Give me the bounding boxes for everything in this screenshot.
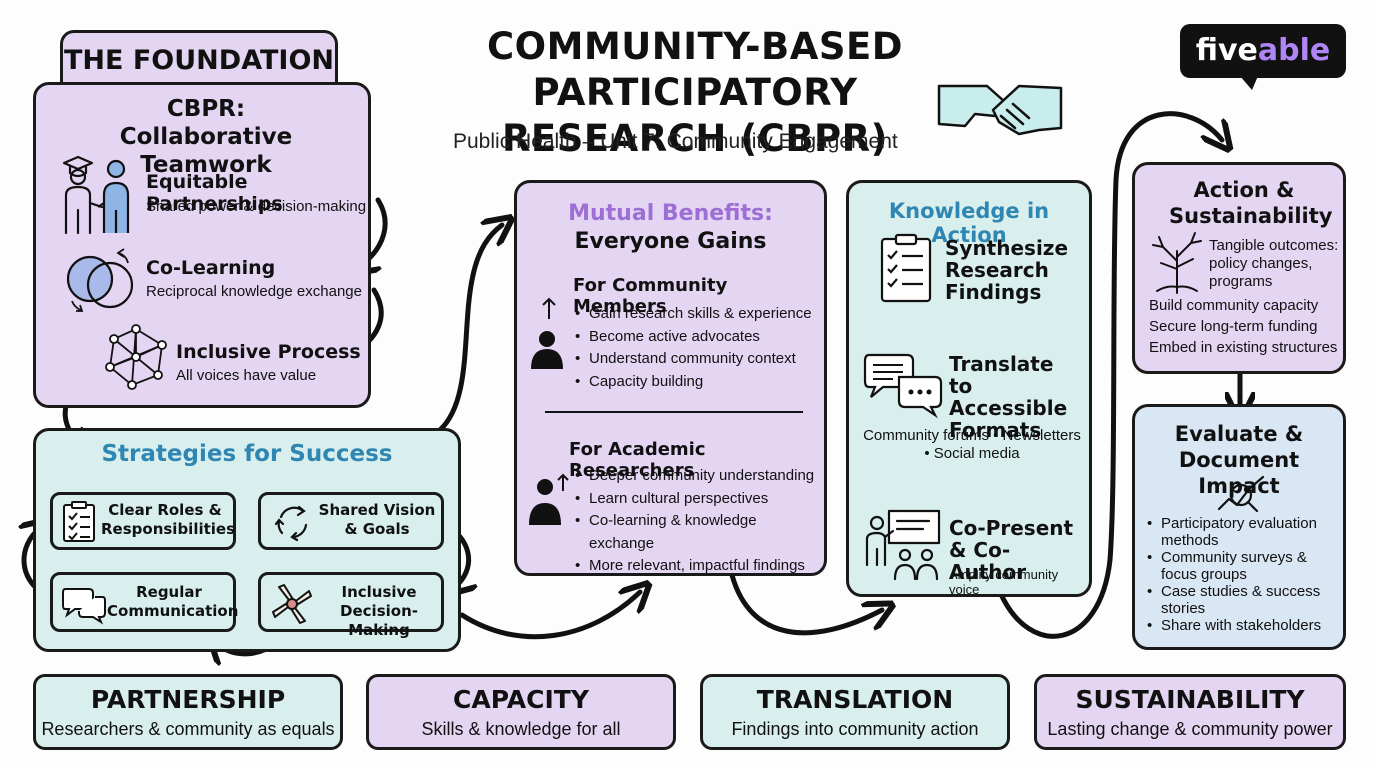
academic-benefit-item: Co-learning & knowledge exchange (575, 510, 824, 555)
action-item: Secure long-term funding (1149, 318, 1318, 335)
equitable-partnerships-desc: Shared power & decision-making (146, 198, 367, 215)
partnership-icon (62, 155, 130, 235)
academic-benefit-item: Deeper community understanding (575, 465, 824, 488)
co-learning-title: Co-Learning (146, 257, 276, 279)
action-item: Build community capacity (1149, 297, 1319, 314)
copresent-desc: Amplify community voice (949, 567, 1059, 597)
copresent-title: Co-Present & Co-Author (949, 516, 1074, 584)
pillar-sustainability-desc: Lasting change & community power (1047, 719, 1333, 739)
evaluate-item-list: Participatory evaluation methods Communi… (1147, 515, 1341, 634)
arrow-strategies-to-benefits (437, 225, 502, 433)
community-benefit-item: Understand community context (575, 348, 812, 371)
pillar-capacity-title: CAPACITY (453, 685, 589, 714)
strategy-clear-roles-label: Clear Roles & Responsibilities (101, 501, 236, 538)
tree-icon (1152, 232, 1202, 294)
strategy-regular-communication-label: Regular Communication (107, 583, 239, 620)
synthesize-title: Synthesize Research Findings (945, 236, 1069, 304)
evaluate-item: Share with stakeholders (1147, 617, 1341, 634)
foundation-panel: CBPR: Collaborative Teamwork Equitable P… (33, 82, 371, 408)
person-up-icon (531, 297, 563, 369)
community-benefit-item: Gain research skills & experience (575, 303, 812, 326)
arrow-strategies-to-benefits-bottom (459, 592, 640, 640)
chart-magnifier-icon (1217, 475, 1265, 513)
title-line-1: COMMUNITY-BASED PARTICIPATORY (487, 25, 903, 114)
action-item-list: Build community capacity Secure long-ter… (1149, 295, 1337, 358)
handshake-icon (937, 84, 1063, 136)
pillar-sustainability: SUSTAINABILITY Lasting change & communit… (1034, 674, 1346, 750)
evaluate-panel: Evaluate & Document Impact Participatory… (1132, 404, 1346, 650)
community-benefit-item: Capacity building (575, 371, 812, 394)
researcher-icon (529, 473, 569, 525)
pillar-sustainability-title: SUSTAINABILITY (1075, 685, 1305, 714)
strategy-shared-vision[interactable]: Shared Vision & Goals (258, 492, 444, 550)
foundation-tab: THE FOUNDATION (60, 30, 338, 90)
knowledge-panel: Knowledge in Action Synthesize Research … (846, 180, 1092, 597)
action-title: Action & Sustainability (1169, 178, 1333, 228)
hands-icon (272, 584, 312, 624)
foundation-tab-label: THE FOUNDATION (64, 45, 334, 76)
community-benefit-list: Gain research skills & experience Become… (575, 303, 812, 393)
benefits-title-2: Everyone Gains (574, 229, 767, 254)
pillar-translation: TRANSLATION Findings into community acti… (700, 674, 1010, 750)
action-item: Embed in existing structures (1149, 339, 1338, 356)
community-benefit-item: Become active advocates (575, 326, 812, 349)
inclusive-process-desc: All voices have value (176, 367, 317, 384)
strategy-shared-vision-label: Shared Vision & Goals (318, 501, 436, 538)
action-outcomes: Tangible outcomes: policy changes, progr… (1209, 237, 1339, 290)
brand-suffix: able (1257, 33, 1331, 68)
strategies-title: Strategies for Success (101, 441, 393, 467)
strategy-inclusive-decision-label: Inclusive Decision-Making (340, 583, 418, 639)
pillar-partnership: PARTNERSHIP Researchers & community as e… (33, 674, 343, 750)
pillar-capacity: CAPACITY Skills & knowledge for all (366, 674, 676, 750)
translate-desc: Community forums • Newsletters • Social … (863, 427, 1081, 462)
checklist-icon (63, 501, 95, 542)
cycle-icon (274, 505, 308, 542)
academic-benefit-item: More relevant, impactful findings (575, 555, 824, 578)
academic-benefit-item: Learn cultural perspectives (575, 488, 824, 511)
main-title: COMMUNITY-BASED PARTICIPATORY RESEARCH (… (340, 24, 1050, 162)
inclusive-process-title: Inclusive Process (176, 341, 361, 363)
foundation-title: CBPR: Collaborative Teamwork (119, 96, 293, 178)
speech-bubbles-icon (863, 353, 943, 419)
pillar-capacity-desc: Skills & knowledge for all (421, 719, 621, 739)
venn-icon (66, 248, 134, 312)
evaluate-item: Community surveys & focus groups (1147, 549, 1341, 583)
presenter-icon (865, 509, 941, 581)
pillar-translation-desc: Findings into community action (731, 719, 979, 739)
subtitle: Public Health – Unit 7: Community Engage… (453, 130, 898, 153)
title-line-2: RESEARCH (CBPR) (501, 117, 889, 160)
clipboard-icon (880, 233, 932, 303)
pillar-partnership-title: PARTNERSHIP (90, 685, 286, 714)
chat-icon (62, 588, 106, 625)
strategy-clear-roles[interactable]: Clear Roles & Responsibilities (50, 492, 236, 550)
strategy-inclusive-decision[interactable]: Inclusive Decision-Making (258, 572, 444, 639)
pillar-translation-title: TRANSLATION (756, 685, 954, 714)
equitable-partnerships-title: Equitable Partnerships (146, 171, 283, 215)
benefits-title-1: Mutual Benefits: (568, 201, 773, 226)
evaluate-item: Case studies & success stories (1147, 583, 1341, 617)
network-icon (105, 324, 167, 390)
evaluate-item: Participatory evaluation methods (1147, 515, 1341, 549)
brand-logo-tail (1240, 76, 1258, 90)
brand-prefix: five (1195, 33, 1258, 68)
benefits-divider (545, 411, 803, 413)
knowledge-title: Knowledge in Action (888, 199, 1050, 247)
action-panel: Action & Sustainability Tangible outcome… (1132, 162, 1346, 374)
strategy-regular-communication[interactable]: Regular Communication (50, 572, 239, 632)
brand-logo[interactable]: fiveable (1180, 24, 1346, 90)
academic-benefit-list: Deeper community understanding Learn cul… (575, 465, 824, 578)
co-learning-desc: Reciprocal knowledge exchange (146, 283, 362, 300)
benefits-panel: Mutual Benefits: Everyone Gains For Comm… (514, 180, 827, 578)
pillar-partnership-desc: Researchers & community as equals (41, 719, 335, 739)
translate-title: Translate to Accessible Formats (949, 352, 1068, 442)
